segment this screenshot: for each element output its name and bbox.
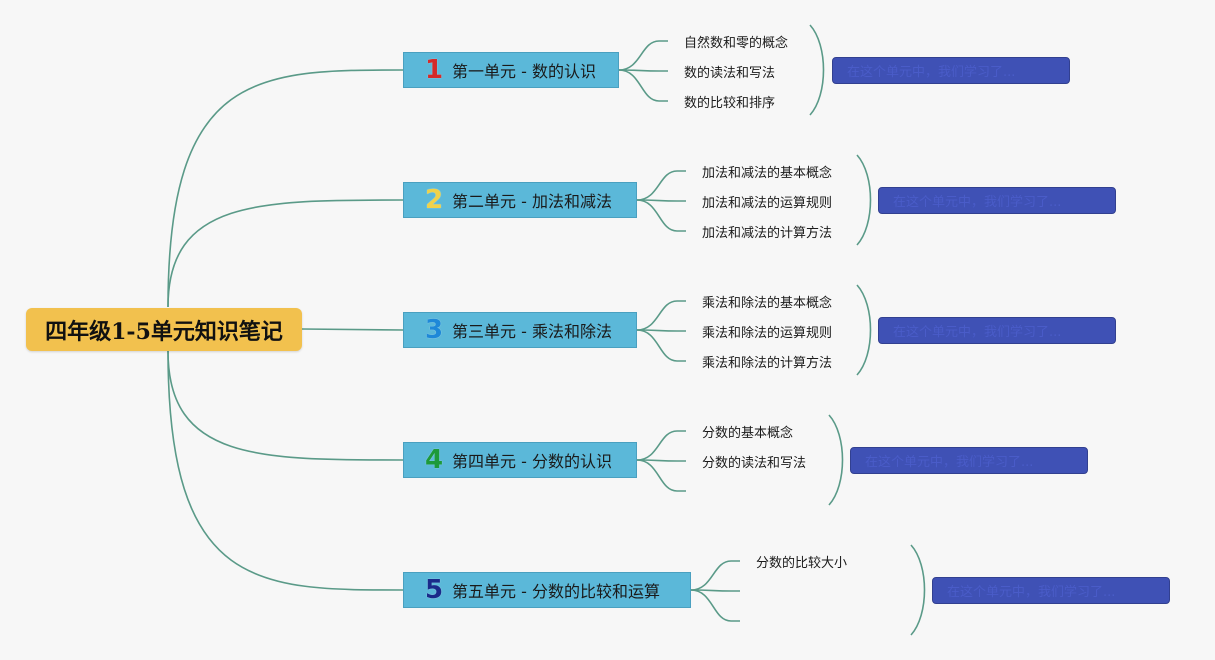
- unit-node-3[interactable]: 3 第三单元 - 乘法和除法: [403, 312, 637, 348]
- unit-number-badge: 4: [424, 445, 444, 475]
- connector-unit-topic: [618, 69, 668, 72]
- topic-item[interactable]: 乘法和除法的基本概念: [702, 296, 833, 311]
- topic-item[interactable]: 分数的读法和写法: [702, 456, 807, 471]
- unit-title: 第四单元 - 分数的认识: [452, 452, 612, 471]
- connector-unit-topic: [618, 69, 668, 102]
- unit-title: 第五单元 - 分数的比较和运算: [452, 582, 660, 601]
- topic-item[interactable]: 分数的比较大小: [756, 556, 848, 571]
- root-title: 四年级1-5单元知识笔记: [45, 318, 283, 345]
- unit-summary-note[interactable]: 在这个单元中，我们学习了...: [878, 317, 1116, 344]
- connector-unit-topic: [618, 40, 668, 71]
- unit-summary-text: 在这个单元中，我们学习了...: [893, 325, 1062, 340]
- connector-unit-topic: [636, 459, 686, 462]
- unit-title: 第一单元 - 数的认识: [452, 62, 596, 81]
- unit-summary-note[interactable]: 在这个单元中，我们学习了...: [932, 577, 1170, 604]
- connector-unit-topic: [690, 589, 740, 622]
- unit-number-badge: 5: [424, 575, 444, 605]
- topic-item[interactable]: 数的比较和排序: [684, 96, 776, 111]
- connector-unit-topic: [690, 560, 740, 591]
- unit-node-5[interactable]: 5 第五单元 - 分数的比较和运算: [403, 572, 691, 608]
- unit-summary-note[interactable]: 在这个单元中，我们学习了...: [878, 187, 1116, 214]
- unit-summary-note[interactable]: 在这个单元中，我们学习了...: [850, 447, 1088, 474]
- connector-root-unit-4: [167, 350, 404, 461]
- connector-root-unit-2: [167, 199, 404, 308]
- topic-item[interactable]: 乘法和除法的运算规则: [702, 326, 833, 341]
- connector-root-unit-3: [301, 328, 404, 331]
- summary-bracket: [809, 24, 825, 116]
- unit-summary-text: 在这个单元中，我们学习了...: [847, 65, 1016, 80]
- unit-summary-note[interactable]: 在这个单元中，我们学习了...: [832, 57, 1070, 84]
- topic-item[interactable]: 自然数和零的概念: [684, 36, 789, 51]
- connector-unit-topic: [636, 300, 686, 331]
- connector-root-unit-5: [167, 350, 404, 591]
- unit-number-badge: 2: [424, 185, 444, 215]
- unit-summary-text: 在这个单元中，我们学习了...: [893, 195, 1062, 210]
- connector-unit-topic: [636, 170, 686, 201]
- unit-title: 第三单元 - 乘法和除法: [452, 322, 612, 341]
- connector-unit-topic: [636, 459, 686, 492]
- connector-unit-topic: [690, 589, 740, 592]
- root-node[interactable]: 四年级1-5单元知识笔记: [26, 308, 302, 351]
- unit-node-2[interactable]: 2 第二单元 - 加法和减法: [403, 182, 637, 218]
- topic-item[interactable]: 乘法和除法的计算方法: [702, 356, 833, 371]
- summary-bracket: [856, 284, 872, 376]
- connector-unit-topic: [636, 430, 686, 461]
- unit-number-badge: 3: [424, 315, 444, 345]
- topic-item[interactable]: 加法和减法的基本概念: [702, 166, 833, 181]
- summary-bracket: [910, 544, 926, 636]
- unit-summary-text: 在这个单元中，我们学习了...: [947, 585, 1116, 600]
- summary-bracket: [856, 154, 872, 246]
- connector-unit-topic: [636, 329, 686, 332]
- topic-item[interactable]: 分数的基本概念: [702, 426, 794, 441]
- connector-root-unit-1: [167, 69, 404, 308]
- unit-node-4[interactable]: 4 第四单元 - 分数的认识: [403, 442, 637, 478]
- topic-item[interactable]: 加法和减法的计算方法: [702, 226, 833, 241]
- unit-number-badge: 1: [424, 55, 444, 85]
- unit-node-1[interactable]: 1 第一单元 - 数的认识: [403, 52, 619, 88]
- unit-summary-text: 在这个单元中，我们学习了...: [865, 455, 1034, 470]
- summary-bracket: [828, 414, 844, 506]
- unit-title: 第二单元 - 加法和减法: [452, 192, 612, 211]
- connector-unit-topic: [636, 199, 686, 202]
- connector-unit-topic: [636, 199, 686, 232]
- topic-item[interactable]: 数的读法和写法: [684, 66, 776, 81]
- connector-unit-topic: [636, 329, 686, 362]
- topic-item[interactable]: 加法和减法的运算规则: [702, 196, 833, 211]
